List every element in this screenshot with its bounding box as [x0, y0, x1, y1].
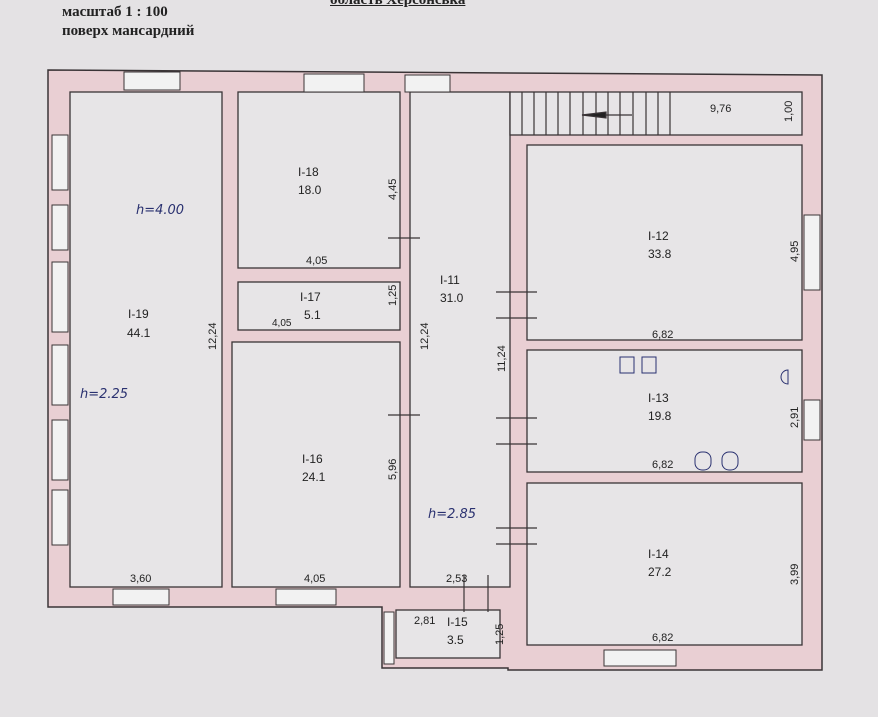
room-labels: I-19 44.1 I-18 18.0 I-17 5.1 I-16 24.1 I… — [127, 165, 672, 647]
room-12 — [526, 144, 803, 341]
window — [123, 71, 181, 91]
dimension-labels: 9,76 1,00 12,24 3,60 4,45 4,05 1,25 4,05… — [130, 101, 801, 645]
height-note: h=2.25 — [80, 387, 128, 402]
window — [803, 399, 821, 441]
window — [51, 344, 69, 406]
floor-label: поверх мансардний — [62, 23, 195, 39]
dim-label: 11,24 — [496, 345, 508, 372]
dim-label: 9,76 — [710, 103, 731, 115]
room-area: 44.1 — [127, 326, 151, 340]
room-18 — [237, 91, 401, 269]
dim-label: 4,05 — [306, 255, 327, 267]
room-area: 3.5 — [447, 633, 464, 647]
fixture-icon — [641, 356, 657, 374]
room-14 — [526, 482, 803, 646]
room-area: 5.1 — [304, 308, 321, 322]
height-note: h=4.00 — [136, 203, 184, 218]
doors — [388, 237, 537, 612]
window — [51, 204, 69, 251]
header-top-line: область Херсонська — [330, 0, 466, 8]
dim-label: 12,24 — [419, 322, 431, 350]
dim-label: 4,95 — [789, 241, 801, 262]
room-area: 24.1 — [302, 470, 326, 484]
dim-label: 2,91 — [789, 407, 801, 428]
dim-label: 4,05 — [304, 573, 325, 585]
window — [404, 74, 451, 93]
window — [803, 214, 821, 291]
window — [303, 73, 365, 93]
arrow-icon — [581, 111, 607, 119]
room-area: 19.8 — [648, 409, 672, 423]
dim-label: 3,99 — [789, 564, 801, 585]
room-area: 33.8 — [648, 247, 672, 261]
room-id: I-19 — [128, 307, 149, 321]
room-id: I-18 — [298, 165, 319, 179]
window — [51, 134, 69, 191]
dim-label: 12,24 — [207, 322, 219, 350]
room-16 — [231, 341, 401, 588]
toilet-icon — [694, 451, 712, 471]
room-id: I-13 — [648, 391, 669, 405]
window — [275, 588, 337, 606]
dim-label: 2,53 — [446, 573, 467, 585]
staircase — [521, 92, 671, 135]
fixtures — [619, 356, 789, 471]
window — [603, 649, 677, 667]
dim-label: 4,05 — [272, 318, 292, 329]
dim-label: 1,00 — [783, 101, 795, 122]
room-13 — [526, 349, 803, 473]
room-id: I-11 — [440, 273, 460, 287]
height-notes: h=4.00 h=2.25 h=2.85 — [80, 203, 476, 522]
room-id: I-12 — [648, 229, 669, 243]
window — [383, 611, 395, 665]
height-note: h=2.85 — [428, 507, 476, 522]
stair-area — [509, 91, 803, 136]
room-area: 18.0 — [298, 183, 322, 197]
fixture-icon — [619, 356, 635, 374]
dim-label: 1,25 — [387, 285, 399, 306]
dim-label: 4,45 — [387, 179, 399, 200]
windows — [51, 71, 821, 667]
room-id: I-17 — [300, 290, 321, 304]
room-id: I-16 — [302, 452, 323, 466]
room-19 — [69, 91, 223, 588]
toilet-icon — [721, 451, 739, 471]
dim-label: 3,60 — [130, 573, 151, 585]
room-id: I-14 — [648, 547, 669, 561]
sink-icon — [780, 369, 789, 385]
dim-label: 1,25 — [494, 624, 506, 645]
window — [51, 419, 69, 481]
dim-label: 6,82 — [652, 329, 673, 341]
room-interiors — [69, 91, 803, 659]
window — [51, 489, 69, 546]
room-17 — [237, 281, 401, 331]
scale-label: масштаб 1 : 100 — [62, 4, 168, 20]
dim-label: 5,96 — [387, 459, 399, 480]
room-area: 27.2 — [648, 565, 672, 579]
room-id: I-15 — [447, 615, 468, 629]
room-area: 31.0 — [440, 291, 464, 305]
room-15 — [395, 609, 501, 659]
window — [112, 588, 170, 606]
dim-label: 6,82 — [652, 632, 673, 644]
dim-label: 6,82 — [652, 459, 673, 471]
room-11 — [409, 91, 511, 588]
dim-label: 2,81 — [414, 615, 435, 627]
window — [51, 261, 69, 333]
